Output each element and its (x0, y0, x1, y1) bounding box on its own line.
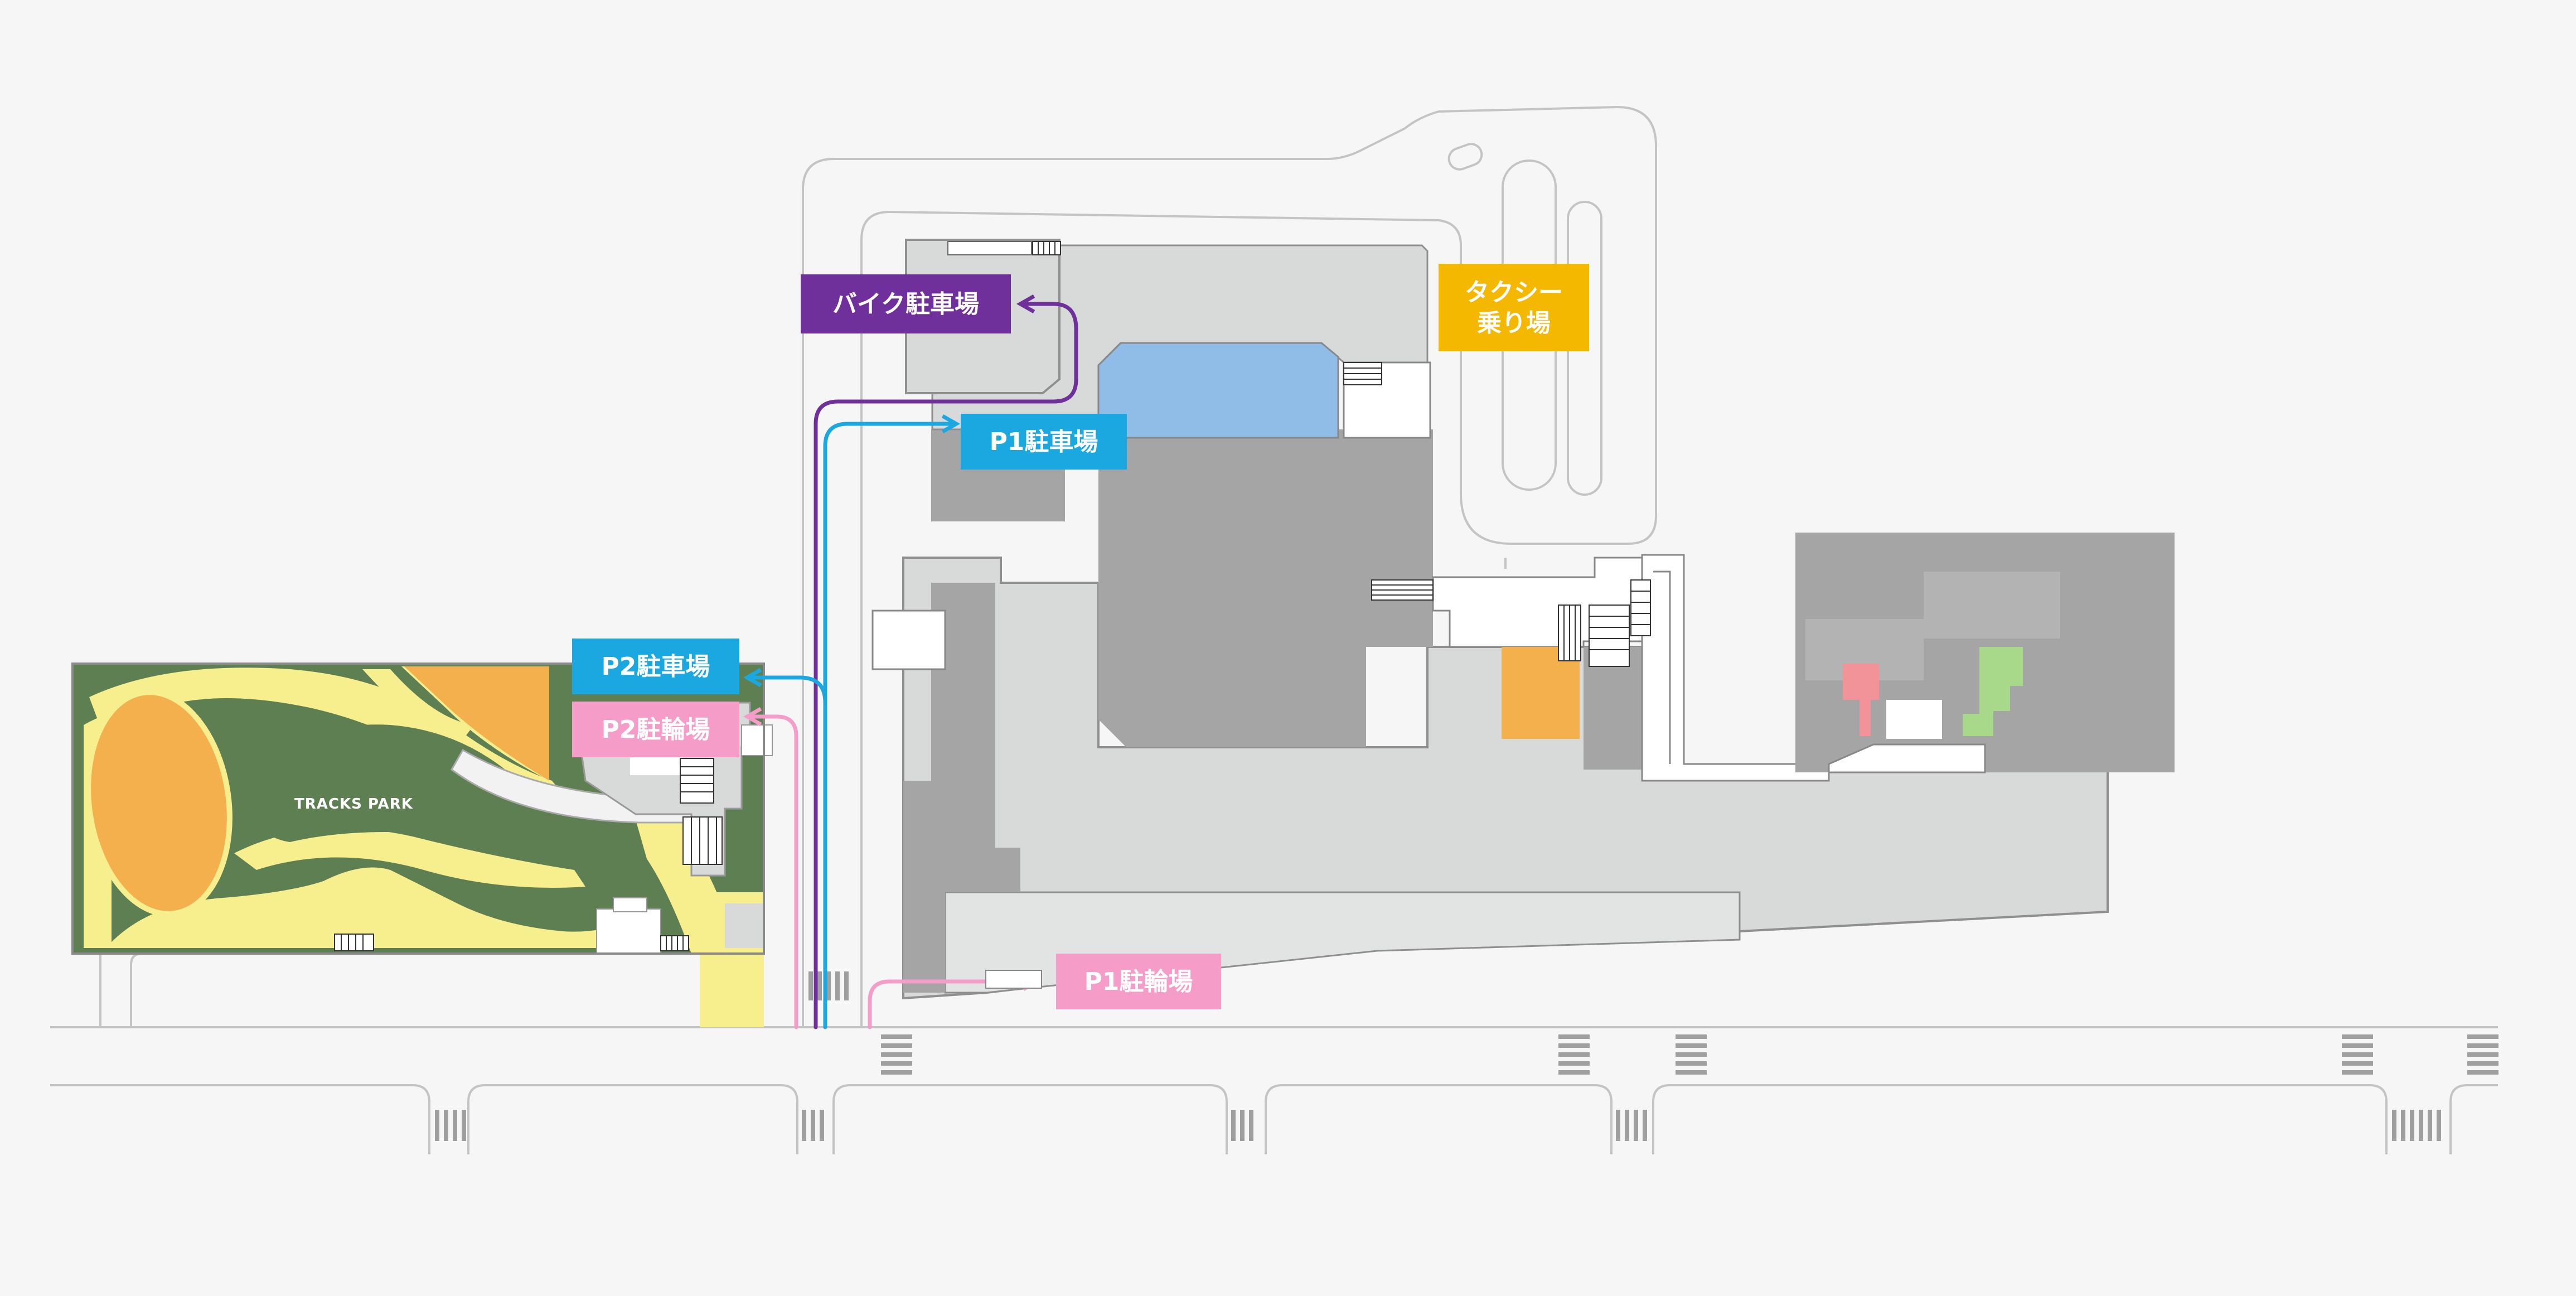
stair-f (1630, 579, 1651, 636)
stair-b (1343, 362, 1382, 385)
crosswalk-8 (1558, 1034, 1590, 1075)
p2-bicycle-label-text: P2駐輪場 (601, 715, 710, 744)
tracks-park (71, 662, 773, 1027)
taxi-stand-label-line2: 乗り場 (1477, 308, 1551, 337)
p1-parking-label[interactable]: P1駐車場 (961, 414, 1127, 470)
main-building (871, 239, 2175, 1000)
park-name: TRACKS PARK (294, 796, 413, 813)
crosswalk-2 (802, 1110, 824, 1141)
routes (743, 294, 1078, 1029)
park-path-south (106, 867, 658, 948)
stair-c (1371, 579, 1434, 601)
p1-bicycle-label-text: P1駐輪場 (1084, 967, 1193, 996)
crosswalk-6 (808, 971, 849, 1000)
orange-room (1502, 647, 1580, 739)
annex-green (1963, 647, 2023, 736)
p2-bicycle-route-line (743, 707, 798, 1029)
p1-parking-route-line (823, 414, 961, 1029)
stair-a (1032, 241, 1061, 255)
annex-pink (1843, 664, 1879, 736)
bike-route-line (814, 294, 1078, 1029)
building-core (1098, 429, 1433, 747)
p1-bicycle-route-line (868, 971, 1042, 1029)
crosswalk-10 (2342, 1034, 2373, 1075)
p2-parking-label[interactable]: P2駐車場 (572, 639, 739, 694)
water-area (1097, 342, 1339, 439)
p1-parking-label-text: P1駐車場 (989, 427, 1098, 456)
crosswalk-1 (435, 1110, 466, 1141)
taxi-stand-label[interactable]: タクシー 乗り場 (1439, 264, 1589, 351)
stairs (1032, 241, 1651, 667)
crosswalk-4 (1616, 1110, 1647, 1141)
stair-e (1589, 605, 1630, 667)
annex-corridor (1828, 743, 1986, 773)
annex-white-room (1886, 700, 1942, 739)
crosswalk-3 (1231, 1110, 1253, 1141)
lawn-center (251, 724, 591, 842)
building-east-tower (1584, 647, 1650, 770)
crosswalks (435, 971, 2498, 1141)
crosswalk-7 (881, 1034, 912, 1075)
park-path-mid (234, 828, 585, 888)
stair-d (1558, 605, 1581, 661)
orange-area-ne (404, 666, 549, 781)
taxi-stand-label-line1: タクシー (1465, 278, 1563, 307)
p2-bicycle-label[interactable]: P2駐輪場 (572, 702, 739, 757)
crosswalk-5 (2392, 1110, 2441, 1141)
park-path-diag (362, 669, 474, 747)
bike-parking-label-text: バイク駐車場 (832, 289, 980, 318)
building-west-column (903, 583, 1020, 993)
park-stairs (334, 758, 723, 951)
p2-parking-label-text: P2駐車場 (601, 652, 710, 681)
p2-parking-route-line (743, 668, 827, 705)
crosswalk-9 (1676, 1034, 1707, 1075)
white-room-west (871, 610, 946, 670)
orange-oval-area (85, 689, 233, 917)
crosswalk-11 (2467, 1034, 2498, 1075)
bike-parking-label[interactable]: バイク駐車場 (801, 274, 1011, 333)
p1-bicycle-label[interactable]: P1駐輪場 (1056, 954, 1221, 1009)
